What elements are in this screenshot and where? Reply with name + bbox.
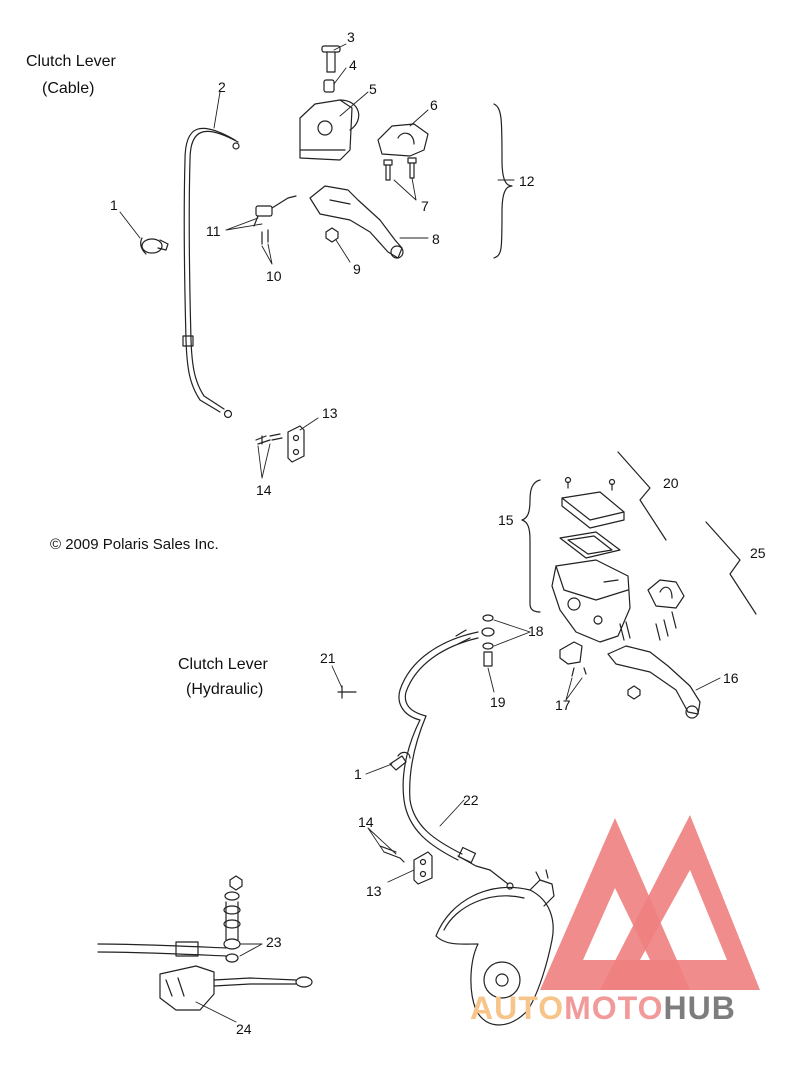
callout-1-bottom: 1 xyxy=(354,766,362,782)
reservoir-cover-part xyxy=(561,476,625,529)
handlebar-clamp-part xyxy=(377,123,429,157)
reservoir-diaphragm-part xyxy=(559,531,621,559)
watermark-hub: HUB xyxy=(663,990,736,1026)
clutch-cable-part xyxy=(182,127,240,419)
watermark-text: AUTOMOTOHUB xyxy=(470,990,736,1027)
brace-20 xyxy=(617,451,667,541)
callout-1-top: 1 xyxy=(110,197,118,213)
callout-4: 4 xyxy=(349,57,357,73)
watermark-moto: MOTO xyxy=(564,990,664,1026)
callout-5: 5 xyxy=(369,81,377,97)
callout-20: 20 xyxy=(663,475,679,491)
bushing-part xyxy=(323,79,335,93)
hydraulic-lever-part xyxy=(607,645,701,719)
nut-part xyxy=(325,227,339,243)
callout-16: 16 xyxy=(723,670,739,686)
callout-19: 19 xyxy=(490,694,506,710)
cable-clamp-part xyxy=(140,237,169,255)
bracket-screws-part xyxy=(255,433,283,445)
callout-10: 10 xyxy=(266,268,282,284)
callout-6: 6 xyxy=(430,97,438,113)
cable-title-line1: Clutch Lever xyxy=(26,53,116,70)
callout-24: 24 xyxy=(236,1021,252,1037)
bleeder-screw-part xyxy=(337,685,357,699)
hydraulic-title-line2: (Hydraulic) xyxy=(186,681,264,698)
callout-7: 7 xyxy=(421,198,429,214)
hose-clamp-part xyxy=(389,751,411,771)
brace-25 xyxy=(705,521,757,615)
callout-17: 17 xyxy=(555,697,571,713)
switch-bracket-part xyxy=(287,425,305,463)
cable-title-line2: (Cable) xyxy=(42,80,95,97)
callout-18: 18 xyxy=(528,623,544,639)
hydraulic-clamp-part xyxy=(647,579,685,609)
watermark-auto: AUTO xyxy=(470,990,565,1026)
callout-15: 15 xyxy=(498,512,514,528)
callout-22: 22 xyxy=(463,792,479,808)
hydraulic-hose-part xyxy=(398,629,514,890)
master-cylinder-part xyxy=(551,559,631,643)
hydraulic-screws-part xyxy=(619,611,677,641)
callout-14-top: 14 xyxy=(256,482,272,498)
callout-14-bottom: 14 xyxy=(358,814,374,830)
callout-25: 25 xyxy=(750,545,766,561)
callout-12: 12 xyxy=(519,173,535,189)
engine-cover-part xyxy=(435,869,555,1026)
lower-bracket-part xyxy=(379,845,433,885)
watermark-logo-icon xyxy=(540,815,760,990)
callout-13-top: 13 xyxy=(322,405,338,421)
pivot-bolt-part xyxy=(321,45,341,73)
banjo-fitting-part xyxy=(481,614,495,667)
slave-cylinder-part xyxy=(97,875,313,1011)
hydraulic-switch-part xyxy=(559,641,587,677)
lever-housing-part xyxy=(299,99,360,161)
brace-15 xyxy=(521,479,541,613)
callout-9: 9 xyxy=(353,261,361,277)
brace-12 xyxy=(493,103,513,259)
clutch-lever-part xyxy=(309,185,404,259)
callout-11: 11 xyxy=(206,223,221,239)
callout-8: 8 xyxy=(432,231,440,247)
callout-21: 21 xyxy=(320,650,336,666)
callout-23: 23 xyxy=(266,934,282,950)
callout-2: 2 xyxy=(218,79,226,95)
clutch-switch-part xyxy=(253,195,297,245)
hydraulic-title-line1: Clutch Lever xyxy=(178,656,268,673)
clamp-screws-part xyxy=(383,157,417,181)
copyright-text: © 2009 Polaris Sales Inc. xyxy=(50,536,219,553)
callout-13-bottom: 13 xyxy=(366,883,382,899)
callout-3: 3 xyxy=(347,29,355,45)
leader-lines xyxy=(119,43,721,1023)
